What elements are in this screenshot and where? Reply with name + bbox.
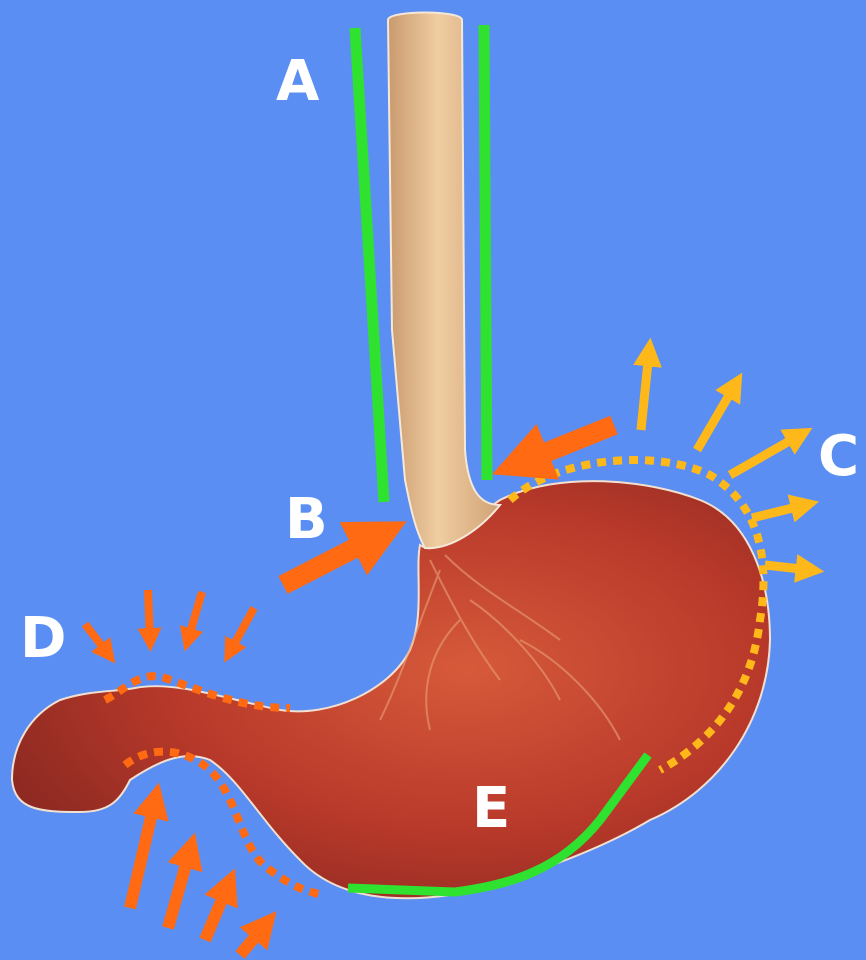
orange-arrow: [168, 850, 190, 928]
yellow-arrow: [752, 505, 805, 518]
orange-arrows-d-top: [85, 590, 254, 654]
orange-arrow: [130, 800, 155, 908]
orange-arrow: [85, 624, 108, 654]
orange-arrow: [148, 590, 150, 640]
yellow-arrow: [730, 435, 800, 475]
label-c: C: [818, 424, 859, 489]
orange-arrow: [230, 608, 254, 652]
yellow-arrow: [697, 385, 735, 450]
orange-arrow-b-right: [520, 425, 614, 463]
green-line-a-right: [484, 25, 487, 480]
orange-arrow: [188, 592, 202, 640]
yellow-arrow: [765, 565, 810, 570]
label-a: A: [276, 49, 320, 114]
yellow-arrow: [641, 352, 649, 430]
label-b: B: [285, 487, 328, 552]
orange-arrows-d-bottom: [130, 800, 265, 955]
green-line-a-left: [355, 28, 384, 502]
orange-arrow: [205, 885, 228, 940]
label-e: E: [472, 776, 510, 841]
label-d: D: [20, 606, 66, 671]
orange-arrow: [240, 925, 265, 955]
